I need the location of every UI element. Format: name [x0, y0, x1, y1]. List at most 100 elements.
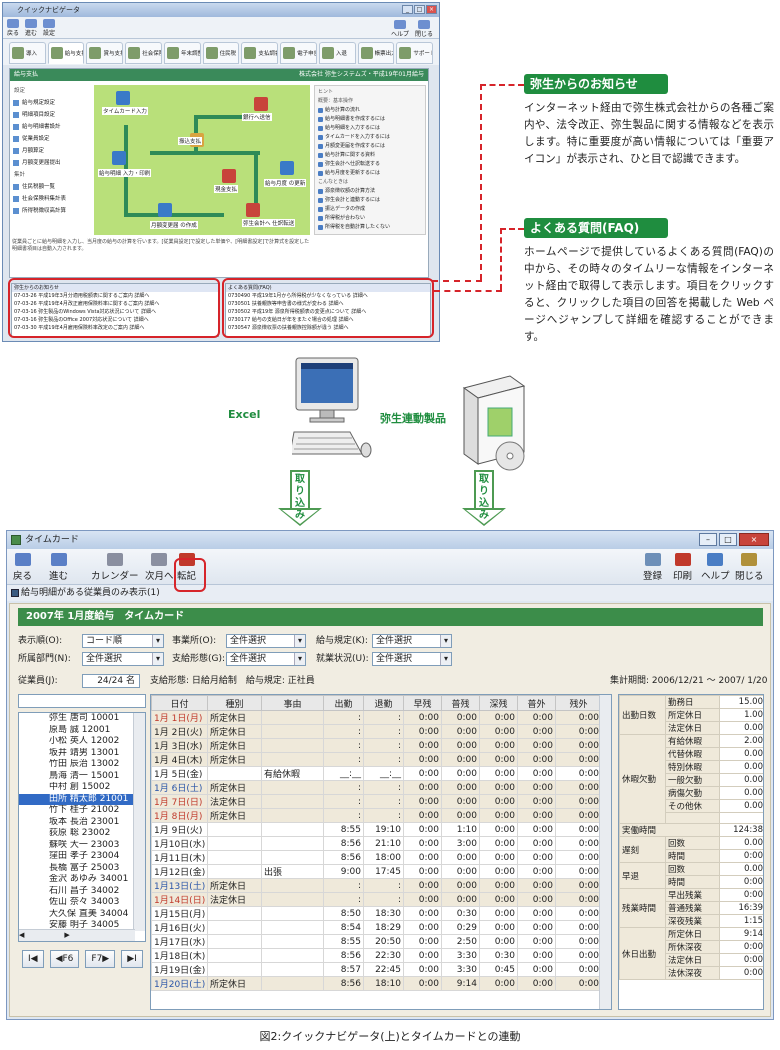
overtime-cell[interactable]: 0:00 — [403, 864, 442, 879]
clock-out-cell[interactable]: : — [363, 878, 404, 893]
overtime-cell[interactable]: 0:00 — [441, 878, 480, 893]
clock-out-cell[interactable]: 19:10 — [363, 822, 404, 837]
overtime-cell[interactable]: 0:00 — [517, 822, 556, 837]
overtime-cell[interactable]: 0:00 — [555, 976, 602, 991]
hint-link[interactable]: 源泉徴収額の計算方法 — [317, 187, 423, 196]
nav-link[interactable]: 従業員設定 — [12, 133, 90, 145]
overtime-cell[interactable]: 0:00 — [403, 710, 442, 725]
qn-tab[interactable]: 帳票出力 データ — [357, 42, 395, 64]
employee-nav-button[interactable]: F7▶ — [85, 950, 116, 968]
nav-link[interactable]: 給与明細書設計 — [12, 121, 90, 133]
qn-tab[interactable]: 賞与支払 — [86, 42, 124, 64]
toolbar-forward-button[interactable]: 進む — [49, 552, 68, 582]
overtime-cell[interactable]: 0:00 — [441, 752, 480, 767]
toolbar-calendar-button[interactable]: カレンダー — [91, 552, 139, 582]
qn-toolbar-button[interactable]: 戻る — [7, 18, 19, 37]
employee-item[interactable]: 坂井 靖男 13001 — [49, 747, 120, 758]
toolbar-back-button[interactable]: 戻る — [13, 552, 32, 582]
overtime-cell[interactable]: 0:00 — [555, 738, 602, 753]
flow-bank[interactable]: 銀行へ送信 — [242, 113, 272, 121]
clock-out-cell[interactable]: : — [363, 794, 404, 809]
overtime-cell[interactable]: 0:00 — [479, 794, 518, 809]
kind-cell[interactable] — [207, 906, 262, 921]
employee-item[interactable]: 田所 精太郎 21001 — [19, 793, 145, 805]
clock-in-cell[interactable]: : — [323, 752, 364, 767]
overtime-cell[interactable]: 0:00 — [555, 724, 602, 739]
cash-icon[interactable] — [222, 169, 236, 183]
toolbar-print-button[interactable]: 印刷 — [673, 552, 692, 582]
overtime-cell[interactable]: 0:00 — [517, 738, 556, 753]
kind-cell[interactable]: 所定休日 — [207, 780, 262, 795]
overtime-cell[interactable]: 0:00 — [479, 976, 518, 991]
employee-item[interactable]: 金沢 あゆみ 34001 — [49, 874, 129, 884]
overtime-cell[interactable]: 0:00 — [479, 766, 518, 781]
clock-in-cell[interactable]: : — [323, 724, 364, 739]
overtime-cell[interactable]: 0:00 — [441, 808, 480, 823]
reason-cell[interactable] — [261, 836, 324, 851]
employee-nav-button[interactable]: I◀ — [22, 950, 44, 968]
employee-item[interactable]: 荻原 聡 23002 — [49, 828, 111, 838]
employee-nav-button[interactable]: ◀F6 — [49, 950, 80, 968]
clock-in-cell[interactable]: __:__ — [323, 766, 364, 781]
qn-toolbar-button[interactable]: 閉じる — [415, 20, 433, 38]
qn-toolbar-button[interactable]: 進む — [25, 18, 37, 37]
nav-link[interactable]: 給与規定設定 — [12, 97, 90, 109]
hint-link[interactable]: 弥生会計へ仕訳転送する — [317, 160, 423, 169]
clock-out-cell[interactable]: : — [363, 724, 404, 739]
clock-in-cell[interactable]: 8:56 — [323, 976, 364, 991]
reason-cell[interactable] — [261, 892, 324, 907]
nav-link[interactable]: 月額変更届提出 — [12, 157, 90, 169]
clock-in-cell[interactable]: 8:56 — [323, 836, 364, 851]
clock-out-cell[interactable]: 20:50 — [363, 934, 404, 949]
reason-cell[interactable] — [261, 794, 324, 809]
overtime-cell[interactable]: 0:00 — [555, 752, 602, 767]
faq-item[interactable]: 0730490 平成19年1月から所得税が少なくなっている 詳細へ — [228, 293, 368, 299]
overtime-cell[interactable]: 0:00 — [479, 836, 518, 851]
monthly-update-icon[interactable] — [280, 161, 294, 175]
overtime-cell[interactable]: 0:00 — [555, 850, 602, 865]
reason-cell[interactable] — [261, 710, 324, 725]
overtime-cell[interactable]: 0:00 — [555, 864, 602, 879]
close-button[interactable]: × — [739, 533, 769, 546]
overtime-cell[interactable]: 0:00 — [479, 920, 518, 935]
qn-tab[interactable]: 電子申告 — [280, 42, 317, 64]
clock-in-cell[interactable]: 8:55 — [323, 934, 364, 949]
clock-out-cell[interactable]: 17:45 — [363, 864, 404, 879]
qn-tab[interactable]: 年末調整 — [163, 42, 201, 64]
hint-link[interactable]: 給与明細書を作成するには — [317, 115, 423, 124]
filter-checkbox[interactable] — [11, 589, 19, 597]
employee-item[interactable]: 弥生 唐司 10001 — [49, 713, 120, 723]
overtime-cell[interactable]: 0:00 — [517, 948, 556, 963]
overtime-cell[interactable]: 0:00 — [555, 766, 602, 781]
overtime-cell[interactable]: 0:00 — [403, 976, 442, 991]
hint-link[interactable]: 振込データの作成 — [317, 205, 423, 214]
rule-select[interactable]: 全件選択 — [372, 634, 452, 648]
reason-cell[interactable] — [261, 920, 324, 935]
clock-in-cell[interactable]: 8:57 — [323, 962, 364, 977]
overtime-cell[interactable]: 0:00 — [403, 752, 442, 767]
overtime-cell[interactable]: 0:00 — [403, 934, 442, 949]
overtime-cell[interactable]: 0:00 — [479, 752, 518, 767]
timecard-icon[interactable] — [116, 91, 130, 105]
flow-monthly[interactable]: 給与月度 の更新 — [264, 179, 307, 187]
flow-ledger[interactable]: 月額変更届 の作成 — [150, 221, 198, 229]
overtime-cell[interactable]: 0:00 — [479, 724, 518, 739]
kind-cell[interactable]: 法定休日 — [207, 892, 262, 907]
overtime-cell[interactable]: 3:30 — [441, 948, 480, 963]
overtime-cell[interactable]: 0:00 — [555, 836, 602, 851]
qn-toolbar-button[interactable]: 設定 — [43, 18, 55, 37]
overtime-cell[interactable]: 3:30 — [441, 962, 480, 977]
qn-tab[interactable]: 社会保険 — [125, 42, 162, 64]
reason-cell[interactable] — [261, 948, 324, 963]
employee-item[interactable]: 窪田 孝子 23004 — [49, 851, 120, 861]
qn-tab[interactable]: サポート & 情報 — [396, 42, 434, 64]
employee-list-hscrollbar[interactable]: ◀ ▶ — [19, 929, 135, 941]
overtime-cell[interactable]: 0:00 — [403, 836, 442, 851]
